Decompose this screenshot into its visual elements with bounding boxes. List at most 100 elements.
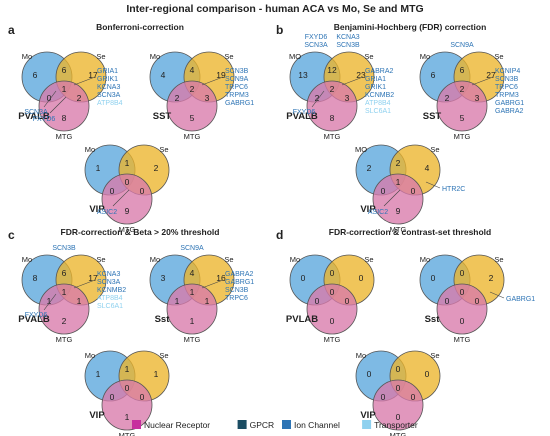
legend-label: GPCR [250, 420, 275, 430]
region-count: 1 [125, 364, 130, 374]
circle-bottom [166, 283, 218, 335]
region-count: 0 [396, 364, 401, 374]
region-count: 0 [140, 186, 145, 196]
panel-letter: c [8, 228, 15, 242]
region-count: 1 [62, 84, 67, 94]
circle-bottom [372, 173, 424, 225]
region-count: 0 [110, 392, 115, 402]
region-count: 9 [125, 206, 130, 216]
region-count: 1 [125, 158, 130, 168]
cell-type-label: VIP [360, 204, 376, 215]
region-count: 0 [140, 392, 145, 402]
gene-label: KCNMB2 [97, 287, 126, 294]
circle-bottom [436, 283, 488, 335]
set-label: MTG [454, 335, 471, 344]
gene-label: SCN3A [97, 92, 121, 99]
gene-label: SCN3B [225, 287, 249, 294]
legend-swatch [237, 420, 247, 429]
callout-line [471, 76, 494, 86]
gene-label: GABRG1 [506, 296, 535, 303]
gene-label: GABRA2 [225, 271, 254, 278]
set-label: MTG [119, 225, 136, 234]
callout-line [73, 76, 96, 86]
region-count: 1 [175, 296, 180, 306]
region-count: 3 [205, 93, 210, 103]
region-count: 0 [359, 273, 364, 283]
panel-title: FDR-correction & contrast-set threshold [329, 227, 491, 237]
region-count: 12 [327, 65, 337, 75]
gene-label: GRIK1 [97, 76, 118, 83]
callout-line [201, 279, 224, 289]
cell-type-label: VIP [360, 410, 376, 421]
gene-label: TRPC6 [225, 84, 248, 91]
region-count: 1 [62, 287, 67, 297]
region-count: 0 [330, 316, 335, 326]
gene-label: GABRA2 [495, 108, 524, 115]
set-label: Se [96, 52, 105, 61]
legend-label: Nuclear Receptor [144, 420, 210, 430]
region-count: 1 [396, 177, 401, 187]
region-count: 2 [175, 93, 180, 103]
region-count: 5 [460, 113, 465, 123]
gene-label: KCNA3 [336, 34, 359, 41]
region-count: 0 [381, 186, 386, 196]
region-count: 23 [356, 70, 366, 80]
gene-label: KCNMB2 [365, 92, 394, 99]
circle-bottom [372, 379, 424, 431]
region-count: 6 [431, 70, 436, 80]
gene-label: KCNIP4 [495, 68, 520, 75]
legend-item: Transporter [362, 420, 418, 430]
region-count: 0 [396, 412, 401, 422]
cell-type-label: PVALB [286, 111, 318, 122]
region-count: 8 [330, 113, 335, 123]
set-label: MTG [184, 132, 201, 141]
region-count: 0 [125, 177, 130, 187]
set-label: Mo [22, 255, 32, 264]
gene-label: GABRG1 [225, 100, 254, 107]
region-count: 2 [154, 163, 159, 173]
region-count: 0 [475, 296, 480, 306]
panel-title: Benjamini-Hochberg (FDR) correction [334, 22, 487, 32]
circle-bottom [306, 283, 358, 335]
cell-type-label: VIP [89, 410, 105, 421]
region-count: 1 [96, 369, 101, 379]
set-label: Mo [420, 255, 430, 264]
legend-swatch [132, 420, 141, 429]
region-count: 0 [460, 268, 465, 278]
gene-label: FXYD6 [33, 116, 56, 123]
set-label: Se [96, 255, 105, 264]
set-label: MTG [390, 431, 407, 436]
gene-label: TRPC6 [495, 84, 518, 91]
region-count: 2 [77, 93, 82, 103]
gene-label: FXYD6 [305, 34, 328, 41]
gene-label: GABRA2 [365, 68, 394, 75]
region-count: 1 [190, 316, 195, 326]
region-count: 6 [62, 65, 67, 75]
set-label: Mo [85, 145, 95, 154]
gene-label: ATP8B4 [97, 295, 123, 302]
region-count: 0 [396, 383, 401, 393]
legend-item: GPCR [237, 420, 275, 430]
gene-label: FXYD6 [25, 312, 48, 319]
set-label: Mo [290, 255, 300, 264]
gene-label: SCN3B [52, 245, 76, 252]
set-label: Mo [420, 52, 430, 61]
region-count: 17 [88, 273, 98, 283]
set-label: Se [224, 255, 233, 264]
callout-line [49, 96, 67, 114]
panel-title: FDR-correction & Beta > 20% threshold [61, 227, 220, 237]
region-count: 5 [190, 113, 195, 123]
set-label: Se [364, 255, 373, 264]
callout-line [73, 279, 96, 289]
region-count: 1 [96, 163, 101, 173]
circle-bottom [166, 80, 218, 132]
legend-label: Transporter [374, 420, 418, 430]
region-count: 0 [367, 369, 372, 379]
region-count: 1 [205, 296, 210, 306]
